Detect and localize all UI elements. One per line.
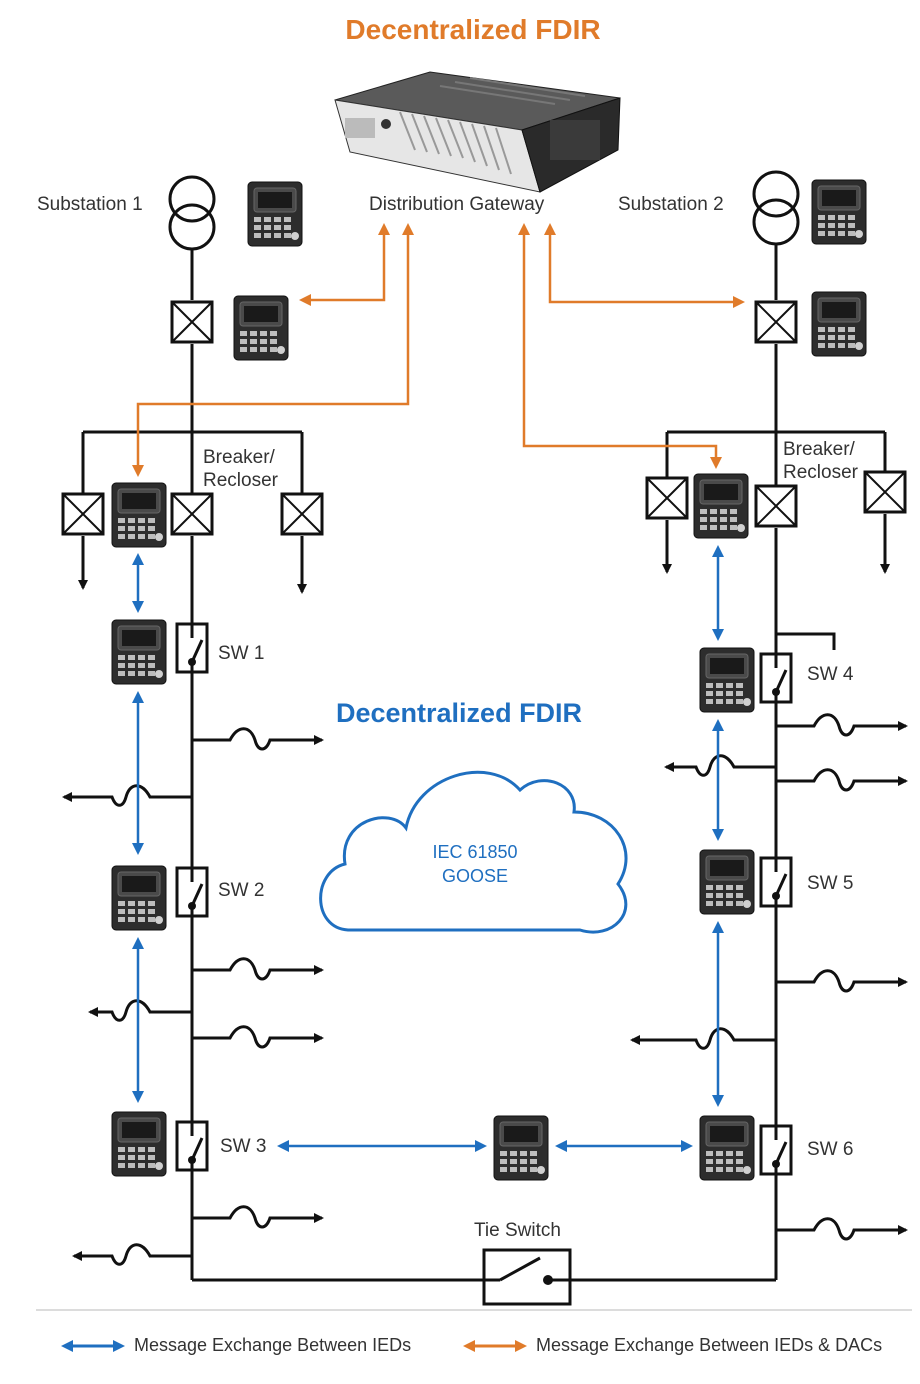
- substation-1-transformer-icon: [168, 175, 216, 251]
- blue-message-arrows: [132, 545, 724, 1152]
- orange-message-arrows: [132, 223, 745, 477]
- sw4-switch-icon: [759, 652, 793, 704]
- sw3-ied-icon: [111, 1111, 167, 1177]
- sw2-ied-icon: [111, 865, 167, 931]
- breaker-right-line-2: Recloser: [783, 462, 858, 483]
- lateral-branches: [62, 713, 908, 1266]
- sw6-label: SW 6: [807, 1139, 854, 1160]
- sw3-switch-icon: [175, 1120, 209, 1172]
- right-bus-breaker-1-icon: [645, 476, 689, 520]
- sw5-label: SW 5: [807, 873, 854, 894]
- substation-1-breaker-icon: [170, 300, 214, 344]
- breaker-right-line-1: Breaker/: [783, 439, 855, 460]
- sw6-switch-icon: [759, 1124, 793, 1176]
- left-recloser-ied-icon: [111, 482, 167, 548]
- diagram-title: Decentralized FDIR: [345, 14, 601, 45]
- sw1-ied-icon: [111, 619, 167, 685]
- iec-cloud-icon: [319, 770, 628, 934]
- sw1-label: SW 1: [218, 643, 265, 664]
- substation-2-ied-icon: [811, 179, 867, 245]
- tie-switch-label: Tie Switch: [474, 1220, 561, 1241]
- gateway-device-icon: [334, 71, 621, 193]
- sw6-ied-icon: [699, 1115, 755, 1181]
- sw2-label: SW 2: [218, 880, 265, 901]
- substation-2-breaker-icon: [754, 300, 798, 344]
- substation-2-transformer-icon: [752, 170, 800, 246]
- breaker-recloser-right-label: Breaker/ Recloser: [783, 438, 858, 484]
- left-bus-breaker-3-icon: [280, 492, 324, 536]
- gateway-label: Distribution Gateway: [369, 194, 545, 215]
- substation-1-breaker-ied-icon: [233, 295, 289, 361]
- cloud-line-2: GOOSE: [441, 866, 508, 886]
- legend-blue-label: Message Exchange Between IEDs: [134, 1335, 412, 1355]
- right-bus-breaker-3-icon: [863, 470, 907, 514]
- sw5-switch-icon: [759, 856, 793, 908]
- sw4-ied-icon: [699, 647, 755, 713]
- network-title: Decentralized FDIR: [336, 698, 583, 728]
- sw2-switch-icon: [175, 866, 209, 918]
- substation-1-label: Substation 1: [37, 194, 143, 215]
- left-bus-breaker-1-icon: [61, 492, 105, 536]
- sw5-ied-icon: [699, 849, 755, 915]
- tie-ied-icon: [493, 1115, 549, 1181]
- legend-orange-label: Message Exchange Between IEDs & DACs: [536, 1335, 883, 1355]
- sw4-label: SW 4: [807, 664, 854, 685]
- sw3-label: SW 3: [220, 1136, 267, 1157]
- cloud-line-1: IEC 61850: [432, 842, 518, 862]
- right-recloser-ied-icon: [693, 473, 749, 539]
- left-feeder-breaker-icon: [170, 492, 214, 536]
- substation-1-ied-icon: [247, 181, 303, 247]
- breaker-recloser-left-label: Breaker/ Recloser: [203, 446, 278, 492]
- sw1-switch-icon: [175, 622, 209, 674]
- substation-2-label: Substation 2: [618, 194, 724, 215]
- substation-2-breaker-ied-icon: [811, 291, 867, 357]
- breaker-left-line-1: Breaker/: [203, 447, 275, 468]
- tie-switch-icon: [482, 1248, 572, 1306]
- right-feeder-breaker-icon: [754, 484, 798, 528]
- breaker-left-line-2: Recloser: [203, 470, 278, 491]
